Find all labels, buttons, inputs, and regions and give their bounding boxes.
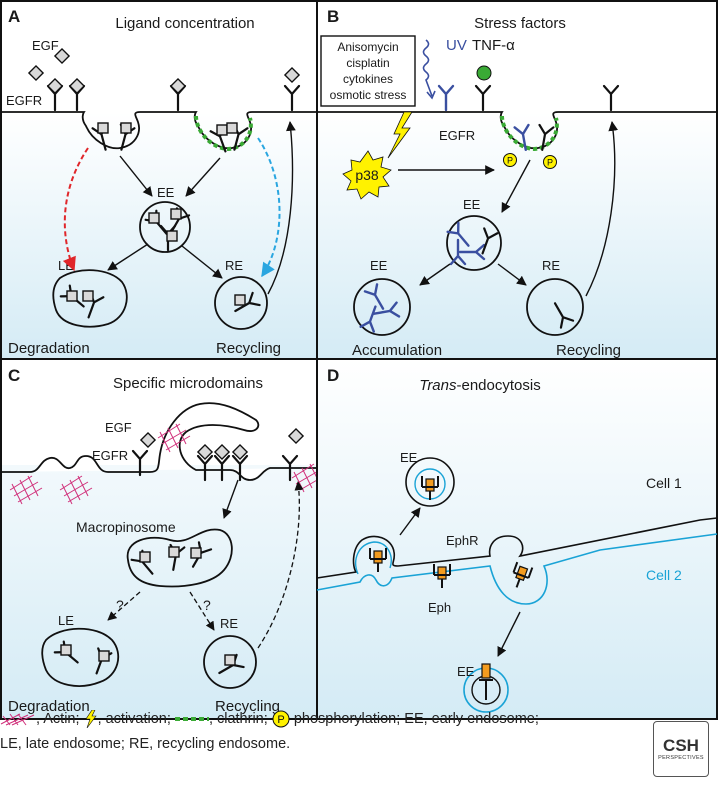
- panel-d-title: Trans-endocytosis: [419, 377, 540, 394]
- legend-phosphorylation: phosphorylation; EE, early endosome;: [293, 711, 539, 727]
- re-label: RE: [225, 258, 243, 273]
- egfr-label-b: EGFR: [439, 128, 475, 143]
- actin-icon: [0, 713, 35, 726]
- eph-label: Eph: [428, 600, 451, 615]
- panel-b-letter: B: [327, 7, 339, 26]
- degradation-label-c: Degradation: [8, 698, 90, 715]
- ee-label-d-top: EE: [400, 450, 418, 465]
- le-label-c: LE: [58, 613, 74, 628]
- activation-bolt: [387, 111, 413, 159]
- panel-c: C Specific microdomains EGF EGFR Macropi…: [0, 358, 325, 720]
- legend: , Actin; , activation; , clathrin; P pho…: [0, 707, 690, 757]
- recycling-label-b: Recycling: [556, 342, 621, 359]
- logo-subtext: PERSPECTIVES: [658, 755, 704, 761]
- logo-text: CSH: [663, 736, 699, 755]
- re-label-c: RE: [220, 616, 238, 631]
- panel-d-letter: D: [327, 366, 339, 385]
- clathrin-icon: [174, 717, 209, 722]
- legend-activation: , activation;: [97, 711, 171, 727]
- cell1-membrane: [316, 517, 718, 579]
- late-endosome-c: [41, 627, 120, 687]
- ee-label: EE: [157, 185, 175, 200]
- stress-line-1: Anisomycin: [337, 40, 398, 54]
- legend-line-2: LE, late endosome; RE, recycling endosom…: [0, 736, 291, 752]
- egfr-label-c: EGFR: [92, 448, 128, 463]
- early-endosome-accumulation: [353, 278, 411, 336]
- lightning-icon: [85, 709, 97, 729]
- early-endosome: [139, 201, 191, 253]
- cell2-membrane: [316, 533, 718, 605]
- recycling-endosome-c: [203, 635, 257, 689]
- question-mark-2: ?: [203, 597, 211, 613]
- ee-label-b-top: EE: [463, 197, 481, 212]
- panel-b-title: Stress factors: [474, 15, 566, 32]
- stress-factor-box: [320, 35, 416, 107]
- egfr-label: EGFR: [6, 93, 42, 108]
- stress-line-2: cisplatin: [346, 56, 389, 70]
- accumulation-label: Accumulation: [352, 342, 442, 359]
- legend-actin: , Actin;: [36, 711, 80, 727]
- plasma-membrane: [1, 111, 317, 150]
- macropinosome-label: Macropinosome: [76, 519, 176, 535]
- tnf-ligand: [476, 65, 492, 81]
- panel-c-title: Specific microdomains: [113, 375, 263, 392]
- tnf-label: TNF-α: [472, 37, 515, 54]
- egf-label-c: EGF: [105, 420, 132, 435]
- uv-label: UV: [446, 37, 467, 54]
- panel-a-title: Ligand concentration: [115, 15, 254, 32]
- phospho-site: [503, 153, 517, 167]
- early-endosome-b: [446, 215, 502, 271]
- stress-line-4: osmotic stress: [330, 88, 407, 102]
- panel-a-letter: A: [8, 7, 20, 26]
- cell1-label: Cell 1: [646, 475, 682, 491]
- ee-label-d-bottom: EE: [457, 664, 475, 679]
- phosphorylation-icon: P: [272, 710, 290, 728]
- ee-label-b-left: EE: [370, 258, 388, 273]
- panel-d: D Trans-endocytosis Cell 1 Cell 2 EE Eph…: [316, 358, 718, 720]
- macropinosome: [126, 528, 233, 588]
- trafficking-arrows: [62, 121, 296, 295]
- ruffled-membrane: [1, 402, 317, 481]
- recycling-endosome-b: [526, 278, 584, 336]
- cell2-label: Cell 2: [646, 567, 682, 583]
- svg-text:P: P: [277, 714, 284, 726]
- egf-label: EGF: [32, 38, 59, 53]
- question-mark-1: ?: [116, 597, 124, 613]
- ephr-label: EphR: [446, 533, 479, 548]
- late-endosome: [52, 269, 128, 328]
- p38-label: p38: [355, 167, 379, 183]
- panel-a: A Ligand concentration EGF EGFR: [0, 0, 318, 360]
- csh-perspectives-logo: CSH PERSPECTIVES: [653, 721, 709, 777]
- recycling-label-c: Recycling: [215, 698, 280, 715]
- recycling-endosome: [214, 276, 268, 330]
- degradation-label: Degradation: [8, 340, 90, 357]
- panel-c-letter: C: [8, 366, 20, 385]
- recycling-label: Recycling: [216, 340, 281, 357]
- legend-clathrin: , clathrin;: [208, 711, 268, 727]
- re-label-b: RE: [542, 258, 560, 273]
- uv-wave: [422, 39, 433, 97]
- panel-b: B Stress factors Anisomycin cisplatin cy…: [316, 0, 718, 360]
- phospho-site: [543, 155, 557, 169]
- p38-star: [342, 150, 392, 200]
- clathrin-coat: [194, 115, 253, 152]
- stress-line-3: cytokines: [343, 72, 393, 86]
- early-endosome-d-top: [405, 457, 455, 507]
